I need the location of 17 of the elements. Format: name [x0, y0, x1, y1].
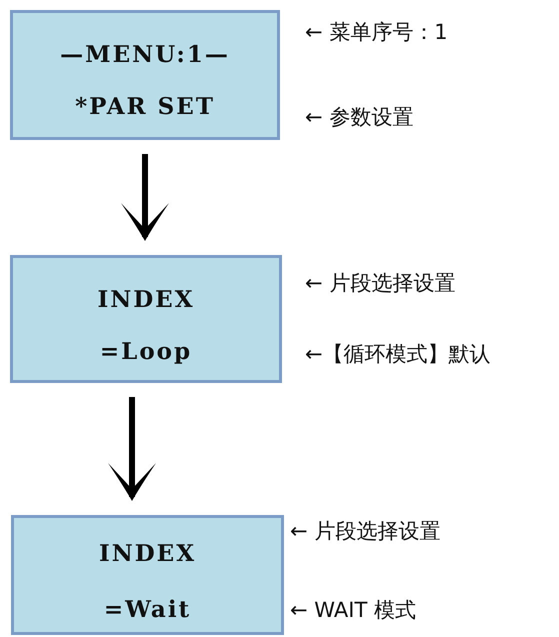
- display-text: INDEX: [96, 286, 196, 313]
- display-box: [10, 255, 282, 383]
- annotation-text: ←【循环模式】默认: [305, 341, 491, 368]
- display-text: INDEX: [98, 540, 198, 567]
- annotation-text: ← 参数设置: [305, 104, 414, 131]
- down-arrow: [108, 397, 156, 501]
- annotation-text: ← WAIT 模式: [290, 597, 416, 624]
- display-text: =Wait: [102, 596, 192, 623]
- annotation-text: ← 菜单序号：1: [305, 19, 448, 46]
- display-text: —MENU:1—: [59, 41, 231, 68]
- display-text: *PAR SET: [74, 93, 216, 120]
- display-box: [11, 515, 284, 635]
- down-arrow: [121, 154, 169, 241]
- annotation-text: ← 片段选择设置: [290, 518, 440, 545]
- display-box: [10, 10, 280, 140]
- display-text: =Loop: [98, 338, 194, 365]
- annotation-text: ← 片段选择设置: [305, 270, 456, 297]
